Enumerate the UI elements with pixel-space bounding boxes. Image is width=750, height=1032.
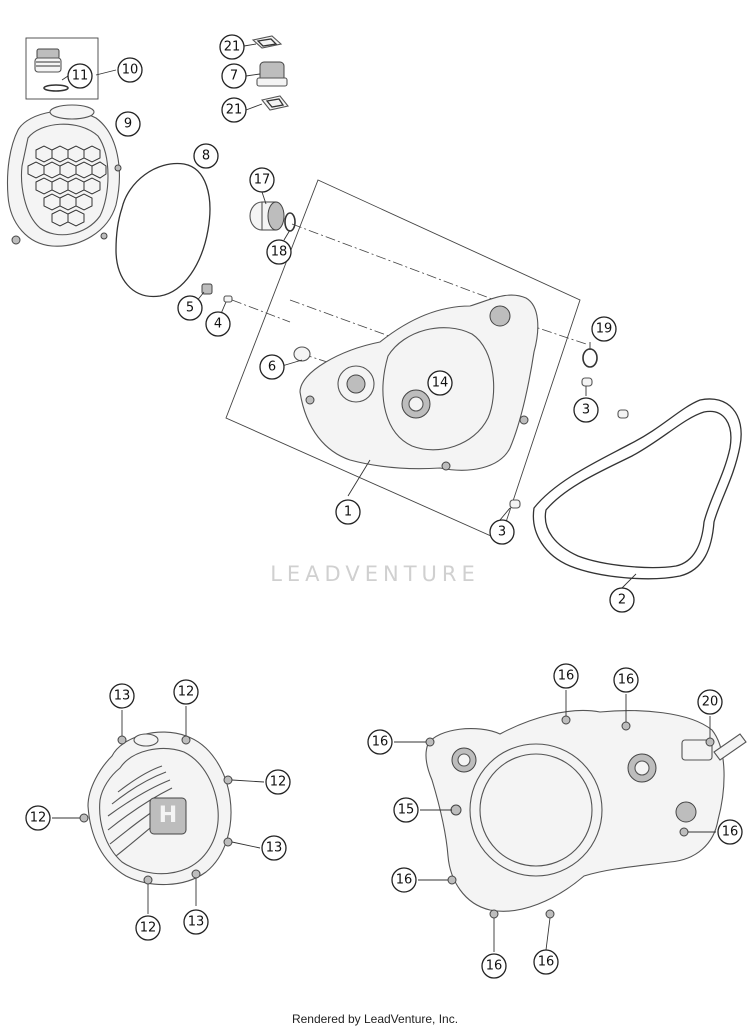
callout-8: 8 xyxy=(193,143,219,169)
callout-12: 12 xyxy=(135,915,161,941)
clutch-cover-gasket-inner xyxy=(544,410,732,569)
svg-text:17: 17 xyxy=(254,173,271,188)
cover-plug-part xyxy=(256,61,288,87)
callout-16: 16 xyxy=(553,663,579,689)
callout-6: 6 xyxy=(259,354,285,380)
callout-13: 13 xyxy=(183,909,209,935)
retaining-ring-part-19 xyxy=(582,348,598,368)
watermark-text: LEADVENTURE xyxy=(270,562,480,586)
svg-text:12: 12 xyxy=(30,811,47,826)
small-gasket-part-lower xyxy=(261,95,289,111)
clutch-cover-part xyxy=(293,294,539,471)
callout-9: 9 xyxy=(115,111,141,137)
svg-text:16: 16 xyxy=(486,959,503,974)
svg-text:19: 19 xyxy=(596,322,613,337)
svg-text:13: 13 xyxy=(188,915,205,930)
svg-text:16: 16 xyxy=(618,673,635,688)
svg-text:16: 16 xyxy=(396,873,413,888)
callout-16: 16 xyxy=(391,867,417,893)
bolt-part-5 xyxy=(201,283,213,295)
svg-text:6: 6 xyxy=(268,360,276,375)
svg-text:13: 13 xyxy=(266,841,283,856)
filler-plug-part xyxy=(34,48,69,92)
svg-text:8: 8 xyxy=(202,149,210,164)
callout-19: 19 xyxy=(591,316,617,342)
callout-18: 18 xyxy=(266,239,292,265)
dowel-pin-right xyxy=(617,409,629,419)
svg-text:16: 16 xyxy=(558,669,575,684)
leader-lines xyxy=(52,43,716,952)
callout-11: 11 xyxy=(67,63,93,89)
svg-text:2: 2 xyxy=(618,593,626,608)
dowel-pin-lower xyxy=(509,499,521,509)
callout-3: 3 xyxy=(489,519,515,545)
callout-17: 17 xyxy=(249,167,275,193)
svg-text:21: 21 xyxy=(226,103,243,118)
svg-text:1: 1 xyxy=(344,505,352,520)
callout-12: 12 xyxy=(265,769,291,795)
svg-text:12: 12 xyxy=(140,921,157,936)
callout-15: 15 xyxy=(393,797,419,823)
svg-text:12: 12 xyxy=(178,685,195,700)
callout-14: 14 xyxy=(427,370,453,396)
svg-text:H: H xyxy=(159,803,177,828)
dowel-pin-upper xyxy=(581,377,593,387)
callout-20: 20 xyxy=(697,689,723,715)
svg-text:5: 5 xyxy=(186,301,194,316)
callout-16: 16 xyxy=(533,949,559,975)
svg-text:9: 9 xyxy=(124,117,132,132)
callout-16: 16 xyxy=(613,667,639,693)
part-group-frame-10 xyxy=(25,37,99,100)
footer-credit: Rendered by LeadVenture, Inc. xyxy=(291,1012,459,1026)
svg-text:3: 3 xyxy=(582,403,590,418)
svg-text:14: 14 xyxy=(432,376,449,391)
clutch-cover-gasket-part xyxy=(532,398,742,580)
svg-text:16: 16 xyxy=(722,825,739,840)
svg-text:16: 16 xyxy=(372,735,389,750)
svg-text:20: 20 xyxy=(702,695,719,710)
callout-13: 13 xyxy=(109,683,135,709)
svg-text:18: 18 xyxy=(271,245,288,260)
callout-10: 10 xyxy=(117,57,143,83)
callout-4: 4 xyxy=(205,311,231,337)
svg-text:12: 12 xyxy=(270,775,287,790)
callout-5: 5 xyxy=(177,295,203,321)
outer-cover-o-ring-part xyxy=(115,162,211,298)
svg-text:21: 21 xyxy=(224,40,241,55)
svg-text:16: 16 xyxy=(538,955,555,970)
callout-1: 1 xyxy=(335,499,361,525)
callout-21: 21 xyxy=(219,34,245,60)
seal-ring-part-18 xyxy=(284,212,296,232)
callout-13: 13 xyxy=(261,835,287,861)
axis-line-upper xyxy=(291,223,501,303)
callout-12: 12 xyxy=(25,805,51,831)
outer-cover-bolt-view: H xyxy=(79,731,233,886)
callout-16: 16 xyxy=(481,953,507,979)
callout-2: 2 xyxy=(609,587,635,613)
bearing-part-17 xyxy=(249,201,285,231)
clutch-cover-bolt-view xyxy=(425,709,747,919)
callout-21: 21 xyxy=(221,97,247,123)
outer-clutch-cover-part xyxy=(6,104,122,247)
small-gasket-part-upper xyxy=(251,35,283,49)
callout-16: 16 xyxy=(367,729,393,755)
axis-line-left xyxy=(231,299,291,323)
svg-text:4: 4 xyxy=(214,317,222,332)
callout-3: 3 xyxy=(573,397,599,423)
svg-text:11: 11 xyxy=(72,69,89,84)
svg-text:15: 15 xyxy=(398,803,415,818)
pin-part-4 xyxy=(223,295,233,303)
callout-7: 7 xyxy=(221,63,247,89)
svg-text:13: 13 xyxy=(114,689,131,704)
svg-text:7: 7 xyxy=(230,69,238,84)
callout-12: 12 xyxy=(173,679,199,705)
svg-text:3: 3 xyxy=(498,525,506,540)
svg-text:10: 10 xyxy=(122,63,139,78)
callout-16: 16 xyxy=(717,819,743,845)
